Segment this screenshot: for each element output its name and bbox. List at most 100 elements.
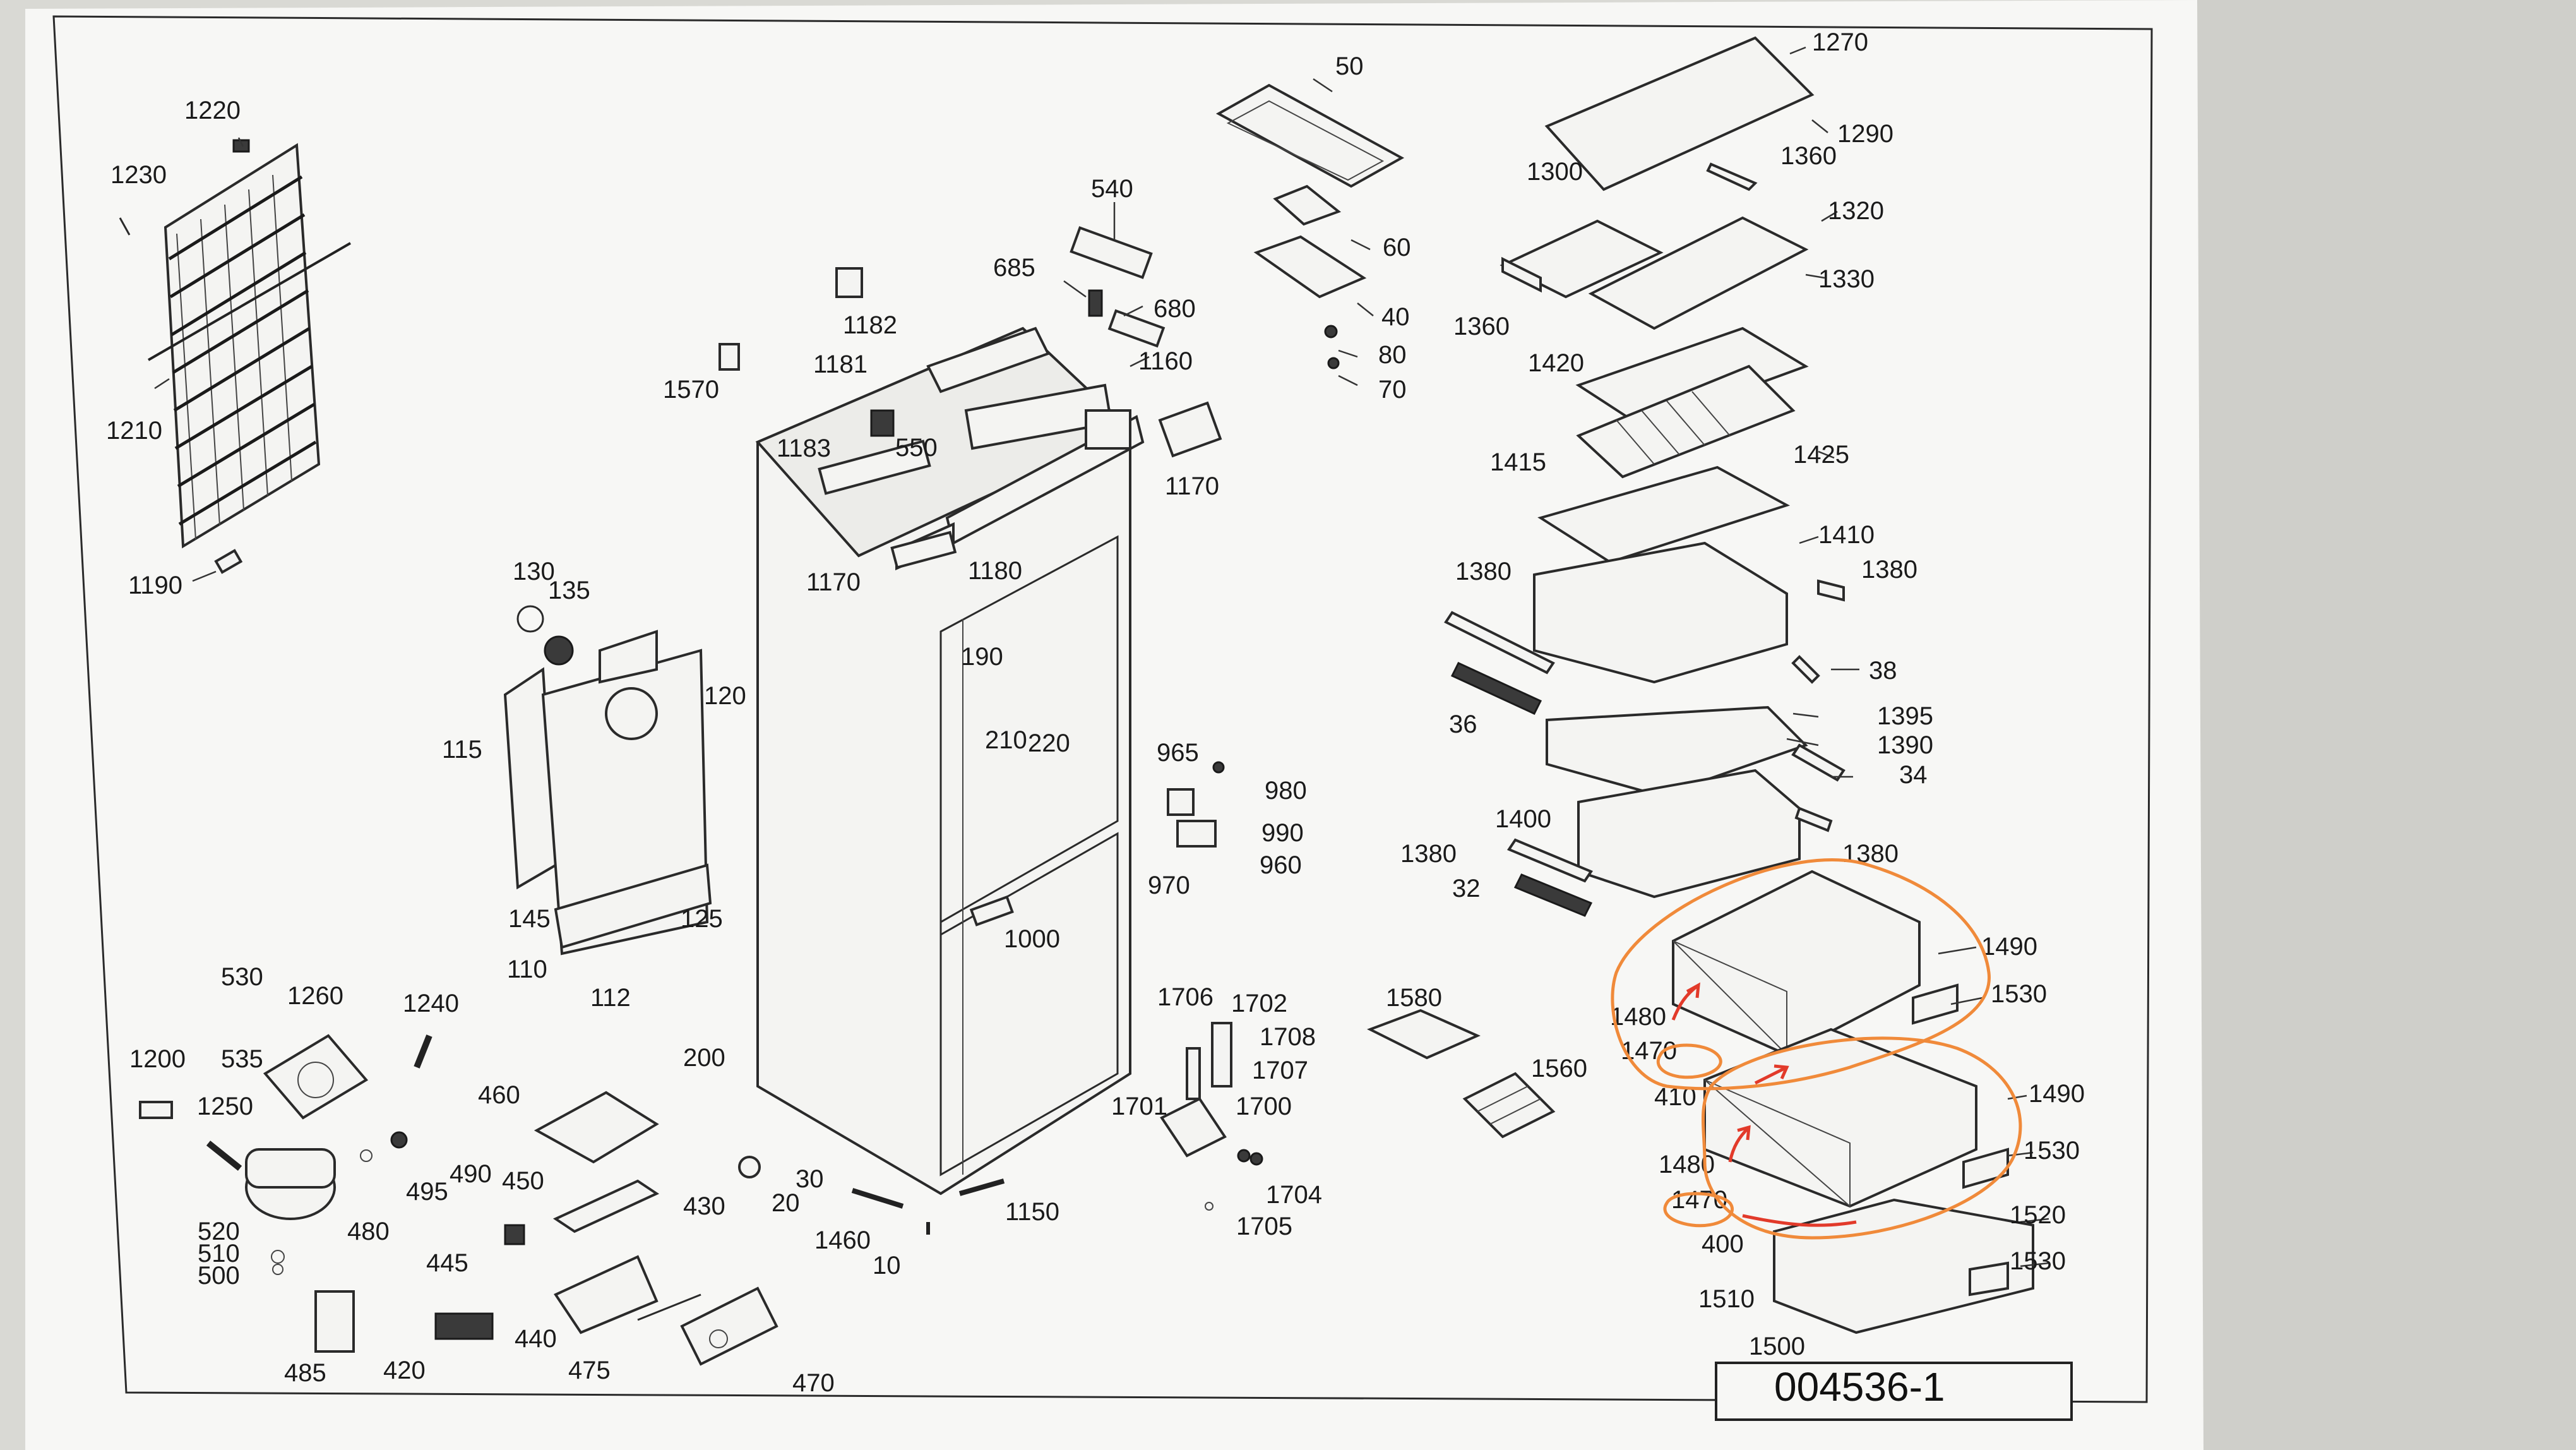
callout-990: 990 — [1261, 819, 1304, 847]
orange-circle-1470-upper — [1656, 1043, 1722, 1079]
callout-1510: 1510 — [1698, 1285, 1755, 1313]
callout-550: 550 — [895, 434, 938, 462]
callout-1500: 1500 — [1749, 1333, 1805, 1360]
callout-1170-left: 1170 — [806, 568, 861, 596]
callout-1220: 1220 — [184, 97, 241, 124]
callout-32: 32 — [1452, 875, 1481, 902]
callout-1560: 1560 — [1531, 1055, 1587, 1082]
callout-1200: 1200 — [129, 1045, 186, 1073]
callout-1330: 1330 — [1818, 265, 1875, 293]
red-line-400 — [1742, 1214, 1857, 1227]
callout-430: 430 — [683, 1192, 725, 1220]
callout-965: 965 — [1157, 739, 1199, 767]
leader-lines — [154, 46, 2049, 1267]
callout-1707: 1707 — [1252, 1057, 1308, 1084]
callout-530: 530 — [221, 963, 263, 991]
callout-30: 30 — [796, 1165, 824, 1193]
callout-145: 145 — [508, 905, 551, 933]
callout-1704: 1704 — [1266, 1181, 1322, 1209]
callout-80: 80 — [1378, 341, 1407, 369]
callout-1390: 1390 — [1877, 731, 1933, 759]
callout-1320: 1320 — [1828, 197, 1884, 225]
callout-labels: 1220 1230 1210 1190 1570 540 685 680 118… — [106, 28, 2085, 1397]
callout-520: 520 — [198, 1218, 240, 1245]
callout-1490-upper: 1490 — [1981, 933, 2037, 961]
callout-115: 115 — [442, 736, 482, 764]
callout-110: 110 — [507, 956, 547, 983]
callout-200: 200 — [683, 1044, 725, 1072]
callout-190: 190 — [961, 643, 1003, 671]
callout-1708: 1708 — [1260, 1023, 1316, 1051]
callout-960: 960 — [1260, 851, 1302, 879]
callout-475: 475 — [568, 1357, 611, 1384]
callout-50: 50 — [1335, 52, 1364, 80]
callout-535: 535 — [221, 1045, 263, 1073]
callout-1520: 1520 — [2010, 1201, 2066, 1229]
callout-1183: 1183 — [777, 434, 831, 462]
callout-685: 685 — [993, 254, 1035, 282]
callout-1250: 1250 — [197, 1093, 253, 1120]
callout-1150: 1150 — [1005, 1198, 1059, 1226]
callout-1705: 1705 — [1236, 1213, 1292, 1240]
callout-220: 220 — [1028, 729, 1070, 757]
callout-480: 480 — [347, 1218, 390, 1245]
callout-485: 485 — [284, 1359, 326, 1387]
callout-1170-right: 1170 — [1165, 472, 1219, 500]
callout-1210: 1210 — [106, 417, 162, 445]
red-arrow-1480-upper — [1671, 982, 1700, 1021]
callout-70: 70 — [1378, 376, 1407, 404]
part-top-covers — [1215, 83, 1405, 369]
callout-1530-lower: 1530 — [2010, 1247, 2066, 1275]
part-glass-shelves — [1444, 36, 1846, 917]
callout-38: 38 — [1869, 657, 1897, 685]
callout-20: 20 — [772, 1189, 800, 1217]
callout-470: 470 — [792, 1369, 835, 1397]
red-arrow-1480-lower — [1728, 1125, 1751, 1163]
orange-circle-upper-drawer — [1611, 858, 1991, 1091]
callout-970: 970 — [1148, 872, 1190, 899]
orange-circle-1470-lower — [1663, 1192, 1734, 1228]
part-drain-and-heater — [504, 1091, 1005, 1366]
callout-1570: 1570 — [663, 376, 719, 404]
callout-1190: 1190 — [128, 572, 182, 599]
part-condenser — [119, 139, 352, 574]
callout-1706: 1706 — [1157, 983, 1213, 1011]
callout-1400: 1400 — [1495, 805, 1551, 833]
callout-1460: 1460 — [814, 1226, 871, 1254]
callout-450: 450 — [502, 1167, 544, 1195]
callout-36: 36 — [1449, 710, 1477, 738]
callout-112: 112 — [590, 984, 631, 1012]
callout-1260: 1260 — [287, 982, 343, 1010]
callout-1300: 1300 — [1527, 158, 1583, 186]
callout-1420: 1420 — [1528, 349, 1584, 377]
callout-680: 680 — [1154, 295, 1196, 323]
callout-1181: 1181 — [813, 351, 868, 378]
callout-1395: 1395 — [1877, 702, 1933, 730]
callout-1000: 1000 — [1004, 925, 1060, 953]
callout-1380-left-bottom: 1380 — [1400, 840, 1457, 868]
orange-circle-lower-drawer — [1702, 1036, 2022, 1240]
callout-1180: 1180 — [968, 557, 1022, 585]
callout-1240: 1240 — [403, 990, 459, 1017]
callout-1380-right-bottom: 1380 — [1842, 840, 1899, 868]
callout-510: 510 — [198, 1240, 240, 1267]
part-trays-lower — [1367, 1009, 1556, 1139]
callout-495: 495 — [406, 1178, 448, 1206]
callout-1230: 1230 — [110, 161, 167, 189]
monitor-edge — [2197, 0, 2576, 1450]
callout-1701: 1701 — [1111, 1093, 1167, 1120]
callout-1410: 1410 — [1818, 521, 1875, 549]
callout-34: 34 — [1899, 761, 1928, 789]
part-compressor-group — [139, 1034, 494, 1353]
callout-1700: 1700 — [1236, 1093, 1292, 1120]
callout-120: 120 — [704, 682, 746, 710]
callout-490: 490 — [450, 1160, 492, 1188]
callout-400: 400 — [1702, 1230, 1744, 1258]
callout-1380-right-top: 1380 — [1861, 556, 1917, 584]
callout-1480-upper: 1480 — [1610, 1003, 1666, 1031]
callout-1490-lower: 1490 — [2029, 1080, 2085, 1108]
callout-60: 60 — [1383, 234, 1411, 261]
title-block — [1715, 1362, 2073, 1421]
callout-540: 540 — [1091, 175, 1133, 203]
